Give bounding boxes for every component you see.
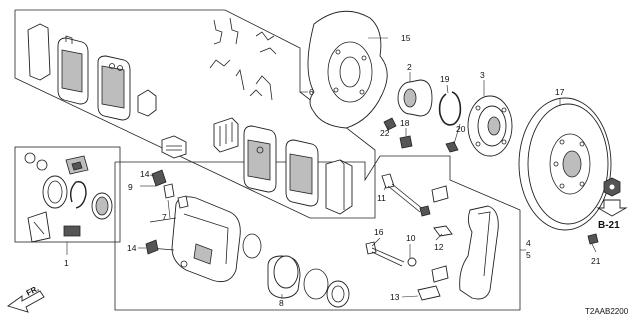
callout-22: 22 <box>380 128 390 138</box>
brake-pad-front-outer <box>243 125 277 193</box>
callout-labels: 15 6 2 19 3 17 22 18 20 21 14 9 7 14 8 1… <box>64 33 601 308</box>
pad-clips <box>417 225 453 301</box>
callout-18: 18 <box>400 118 410 128</box>
callout-11: 11 <box>377 193 386 203</box>
front-direction-arrow <box>6 290 45 313</box>
callout-21: 21 <box>591 256 601 266</box>
callout-7: 7 <box>162 212 167 222</box>
wheel-bearing <box>397 79 433 117</box>
guide-pins-and-boots <box>365 173 449 283</box>
callout-14-top: 14 <box>140 169 150 179</box>
section-ref-label: B-21 <box>598 220 620 231</box>
callout-20: 19 <box>440 74 450 84</box>
brake-disc-rotor <box>518 97 612 231</box>
leader-lines <box>138 37 597 298</box>
callout-8: 8 <box>279 298 284 308</box>
anti-rattle-shim <box>161 135 187 159</box>
callout-6: 6 <box>309 87 314 97</box>
seal-kit-parts <box>24 152 113 243</box>
brake-pad-front-inner <box>285 139 319 207</box>
callout-10: 10 <box>406 233 416 243</box>
callout-3: 3 <box>480 70 485 80</box>
wear-indicator <box>137 89 157 117</box>
piston-and-seals <box>242 233 350 308</box>
callout-4: 4 <box>526 238 531 248</box>
callout-9: 9 <box>128 182 133 192</box>
callout-2: 2 <box>407 62 412 72</box>
pad-set-frame <box>14 9 376 219</box>
brake-pad-outer <box>57 35 89 105</box>
callout-16: 15 <box>401 33 411 43</box>
callout-17: 16 <box>374 227 384 237</box>
callout-13: 13 <box>390 292 400 302</box>
section-ref-arrow <box>596 199 628 217</box>
pad-spring <box>213 117 239 153</box>
callout-12: 12 <box>434 242 444 252</box>
brake-pad-shim-outer <box>27 23 51 81</box>
caliper-body <box>149 196 241 283</box>
callout-19: 20 <box>456 124 466 134</box>
pad-retainer-clips <box>209 17 277 101</box>
bolts <box>145 117 599 255</box>
hub-nut <box>603 177 621 197</box>
hub-unit <box>467 95 513 157</box>
caliper-bracket <box>459 205 499 300</box>
caliper-frame <box>114 155 526 311</box>
callout-14-bottom: 14 <box>127 243 137 253</box>
seal-kit-frame <box>14 146 121 255</box>
bleeder-and-caps <box>151 169 189 209</box>
callout-15: 17 <box>555 87 565 97</box>
brake-pad-inner <box>97 55 131 121</box>
snap-ring <box>438 91 462 126</box>
pad-shim-front <box>325 159 353 215</box>
diagram-code: T2AAB2200 <box>585 307 629 316</box>
splash-shield <box>307 10 388 129</box>
callout-1: 1 <box>64 258 69 268</box>
callout-5: 5 <box>526 250 531 260</box>
